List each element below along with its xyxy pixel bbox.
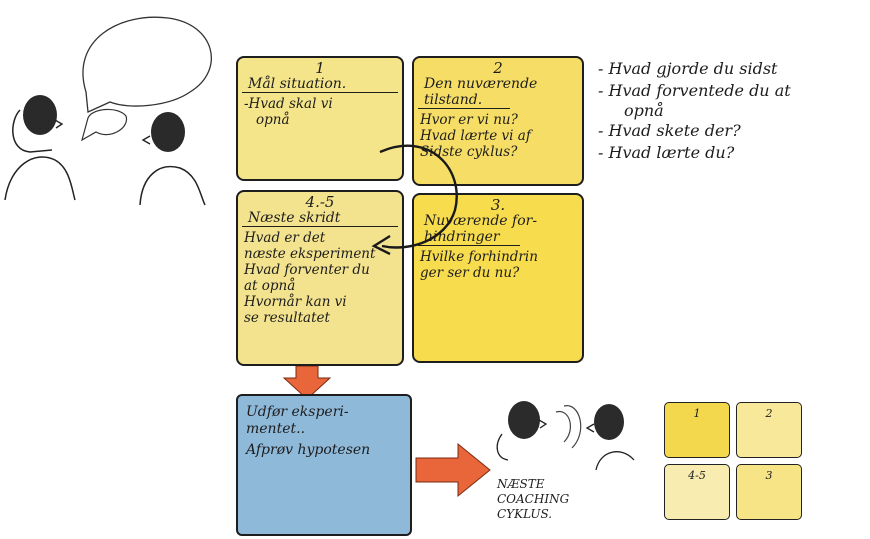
experiment-line: mentet.. [246,421,306,437]
person-right-icon [139,112,206,206]
card-line: Hvad lærte vi af [420,128,531,144]
card-title-line: hindringer [418,229,520,246]
card-current-condition: 2 Den nuværende tilstand. Hvor er vi nu?… [412,56,584,186]
experiment-line: Udfør eksperi- [246,404,349,420]
card-number: 1 [315,59,325,77]
note-line: - Hvad skete der? [598,121,741,140]
card-line: Hvilke forhindrin [420,249,538,265]
card-title: Mål situation. [242,76,398,93]
card-line: næste eksperiment [244,246,376,262]
card-title: Næste skridt [242,210,398,227]
mini-card-number: 2 [765,407,773,420]
card-number: 4.-5 [305,193,335,211]
card-line: Hvad er det [244,230,326,246]
note-line: - Hvad lærte du? [598,143,735,162]
speech-bubble-large [82,16,212,113]
right-arrow-icon [415,442,491,498]
coaching-pair-sketch [496,401,635,471]
card-line: Hvad forventer du [244,262,370,278]
card-line: Hvor er vi nu? [420,112,518,128]
mini-card-3: 3 [736,464,802,520]
experiment-box: Udfør eksperi- mentet.. Afprøv hypotesen [236,394,412,536]
card-title-line: tilstand. [418,92,510,109]
coaching-conversation-sketch [4,16,212,206]
card-line: -Hvad skal vi [244,96,333,112]
card-target-situation: 1 Mål situation. -Hvad skal vi opnå [236,56,404,181]
arrow-head-icon [371,234,391,256]
card-line: at opnå [244,278,296,294]
card-number: 3. [490,196,506,214]
card-line: se resultatet [244,310,330,326]
card-number: 2 [493,59,503,77]
note-line: - Hvad gjorde du sidst [598,59,778,78]
card-next-step: 4.-5 Næste skridt Hvad er det næste eksp… [236,190,404,366]
experiment-line: Afprøv hypotesen [246,442,371,458]
cycle-arrow [371,144,458,256]
person-left-icon [4,95,76,201]
next-cycle-label: NÆSTE COACHING CYKLUS. [497,477,569,522]
note-line: - Hvad forventede du at [598,81,791,100]
card-title-line: Den nuværende [424,76,538,92]
speech-bubble-small [81,108,128,142]
card-line: opnå [256,112,290,128]
next-cycle-line: COACHING [497,492,570,506]
person-coach-icon [496,401,548,461]
card-line: Sidste cyklus? [420,144,518,160]
person-learner-icon [585,404,635,471]
mini-card-number: 1 [693,407,701,420]
note-line: opnå [624,101,664,120]
mini-card-number: 3 [765,469,773,482]
mini-card-number: 4-5 [688,469,706,482]
mini-card-2: 2 [736,402,802,458]
card-line: Hvornår kan vi [244,294,347,310]
down-arrow-icon [282,366,332,400]
card-line: ger ser du nu? [420,265,520,281]
reflection-questions: - Hvad gjorde du sidst - Hvad forventede… [598,58,791,164]
card-obstacles: 3. Nuværende for- hindringer Hvilke forh… [412,193,584,363]
next-cycle-line: NÆSTE [497,477,545,491]
speech-arc-icon [555,411,572,443]
next-cycle-line: CYKLUS. [497,507,553,521]
mini-card-45: 4-5 [664,464,730,520]
mini-card-1: 1 [664,402,730,458]
